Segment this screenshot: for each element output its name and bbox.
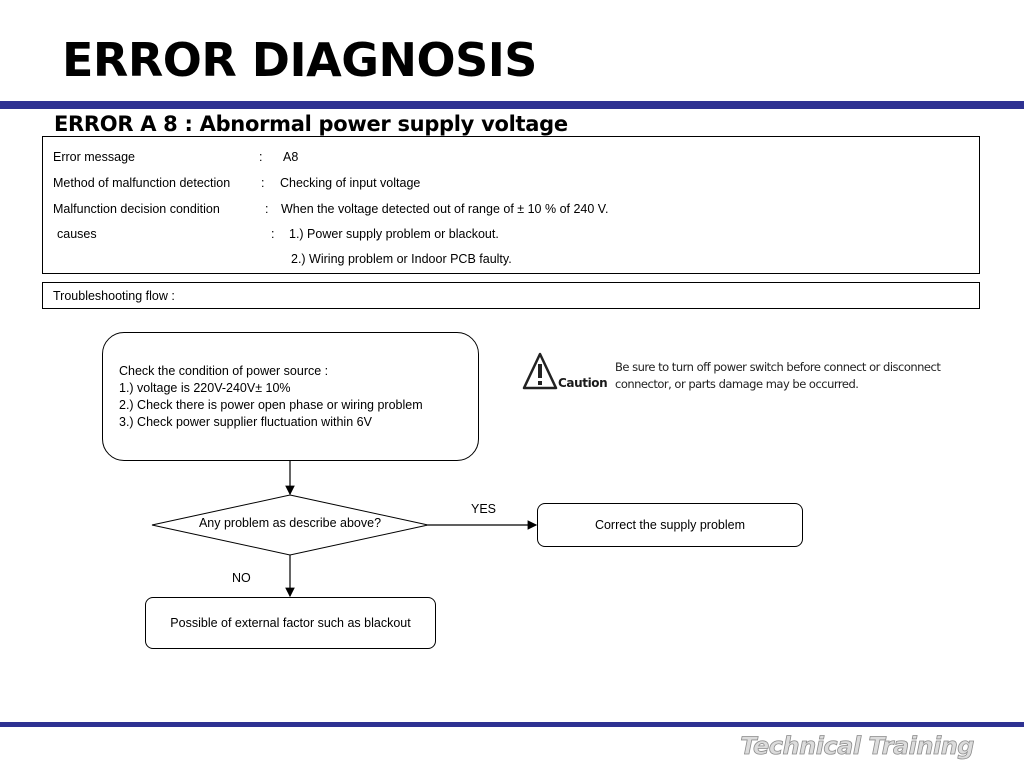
external-factor-box: Possible of external factor such as blac…: [145, 597, 436, 649]
check-line: Check the condition of power source :: [119, 364, 329, 378]
caution-text: Be sure to turn off power switch before …: [615, 360, 941, 391]
cause-item: 1.) Power supply problem or blackout.: [289, 227, 499, 241]
page-title: ERROR DIAGNOSIS: [62, 33, 537, 87]
error-subtitle: ERROR A 8 : Abnormal power supply voltag…: [54, 112, 568, 136]
check-line: 2.) Check there is power open phase or w…: [119, 398, 423, 412]
no-label: NO: [232, 571, 251, 585]
causes-label: causes: [57, 227, 97, 241]
footer-divider: [0, 722, 1024, 727]
method-label: Method of malfunction detection: [53, 176, 231, 190]
caution-note: Caution Be sure to turn off power switch…: [520, 350, 990, 398]
decision-label: Malfunction decision condition: [53, 202, 220, 216]
check-power-source-box: Check the condition of power source : 1.…: [102, 332, 479, 461]
decision-text: Any problem as describe above?: [198, 516, 382, 530]
error-message-label: Error message: [53, 150, 135, 164]
check-line: 1.) voltage is 220V-240V± 10%: [119, 381, 291, 395]
yes-label: YES: [471, 502, 497, 516]
troubleshooting-label: Troubleshooting flow :: [53, 289, 175, 303]
correct-supply-box: Correct the supply problem: [537, 503, 803, 547]
error-info-box: Error message : A8 Method of malfunction…: [42, 136, 980, 274]
decision-sep: :: [265, 202, 269, 216]
error-message-value: A8: [283, 150, 299, 164]
method-value: Checking of input voltage: [280, 176, 421, 190]
caution-word: Caution: [558, 376, 608, 390]
method-sep: :: [261, 176, 265, 190]
warning-triangle-icon: [522, 352, 558, 390]
causes-sep: :: [271, 227, 275, 241]
title-divider: [0, 101, 1024, 109]
error-message-sep: :: [259, 150, 263, 164]
cause-item: 2.) Wiring problem or Indoor PCB faulty.: [291, 252, 512, 266]
troubleshooting-flow-box: Troubleshooting flow :: [42, 282, 980, 309]
decision-value: When the voltage detected out of range o…: [281, 202, 609, 216]
footer-logo-text: Technical Training: [740, 732, 975, 761]
check-line: 3.) Check power supplier fluctuation wit…: [119, 415, 372, 429]
